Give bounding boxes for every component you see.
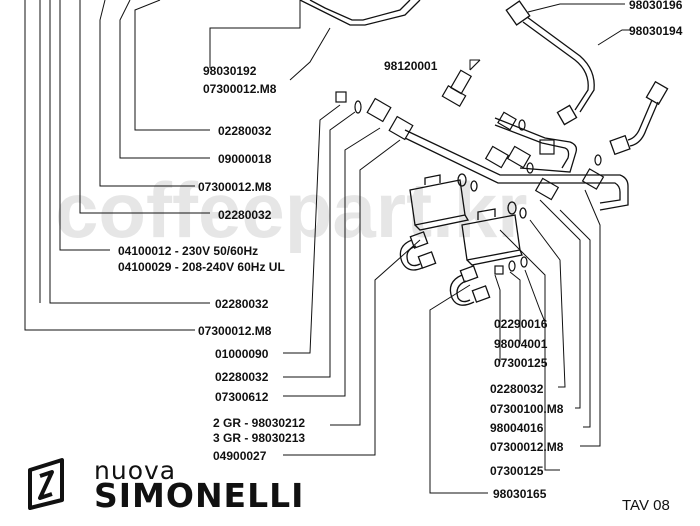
part-label-02280032-a: 02280032 bbox=[218, 124, 272, 138]
manifold-pipe bbox=[404, 117, 629, 211]
part-label-02280032-c: 02280032 bbox=[215, 297, 269, 311]
part-label-07300125-b: 07300125 bbox=[490, 464, 544, 478]
valve-98120001 bbox=[441, 59, 481, 108]
part-label-98004001: 98004001 bbox=[494, 337, 548, 351]
small-fittings bbox=[335, 91, 414, 141]
part-label-04100012: 04100012 - 230V 50/60Hz bbox=[118, 244, 259, 258]
part-label-04100029: 04100029 - 208-240V 60Hz UL bbox=[118, 260, 285, 274]
part-label-98120001: 98120001 bbox=[384, 59, 438, 73]
part-label-07300612: 07300612 bbox=[215, 390, 269, 404]
part-label-02280032-b: 02280032 bbox=[218, 208, 272, 222]
part-label-98030213: 3 GR - 98030213 bbox=[213, 431, 306, 445]
part-label-98030165: 98030165 bbox=[493, 487, 547, 501]
part-label-98030196: 98030196 bbox=[629, 0, 683, 12]
u-bend-pipe-1 bbox=[399, 231, 437, 271]
manifold-fittings bbox=[484, 111, 605, 201]
part-label-07300012m8-c: 07300012.M8 bbox=[198, 324, 272, 338]
boiler-frame-piece bbox=[299, 0, 421, 26]
brand-simonelli: SIMONELLI bbox=[94, 476, 305, 515]
part-label-07300100m8: 07300100.M8 bbox=[490, 402, 564, 416]
part-label-07300012m8-d: 07300012.M8 bbox=[490, 440, 564, 454]
part-label-07300012m8-b: 07300012.M8 bbox=[198, 180, 272, 194]
part-label-07300012m8-a: 07300012.M8 bbox=[203, 82, 277, 96]
part-label-02280032-d: 02280032 bbox=[215, 370, 269, 384]
part-label-02290016: 02290016 bbox=[494, 317, 548, 331]
leader-lines-right bbox=[429, 3, 630, 494]
part-label-98030192: 98030192 bbox=[203, 64, 257, 78]
leader-lines-left bbox=[24, 0, 421, 456]
table-reference: TAV 08 bbox=[622, 497, 670, 514]
part-label-01000090: 01000090 bbox=[215, 347, 269, 361]
part-label-02280032-e: 02280032 bbox=[490, 382, 544, 396]
pipe-98030194 bbox=[609, 80, 669, 156]
part-label-98004016: 98004016 bbox=[490, 421, 544, 435]
simonelli-logo-mark bbox=[28, 458, 64, 510]
part-label-04900027: 04900027 bbox=[213, 449, 267, 463]
washers-group bbox=[494, 256, 528, 275]
brand-nuova: nuova bbox=[94, 456, 177, 485]
solenoid-coil-1 bbox=[409, 173, 478, 231]
pipe-98030196 bbox=[505, 0, 595, 126]
part-label-98030194: 98030194 bbox=[629, 24, 683, 38]
watermark-text: coffeepart.kr bbox=[55, 166, 528, 254]
part-label-09000018: 09000018 bbox=[218, 152, 272, 166]
solenoid-coil-2 bbox=[461, 201, 527, 266]
part-label-07300125-a: 07300125 bbox=[494, 356, 548, 370]
part-label-98030212: 2 GR - 98030212 bbox=[213, 416, 306, 430]
u-bend-pipe-2 bbox=[449, 265, 491, 306]
